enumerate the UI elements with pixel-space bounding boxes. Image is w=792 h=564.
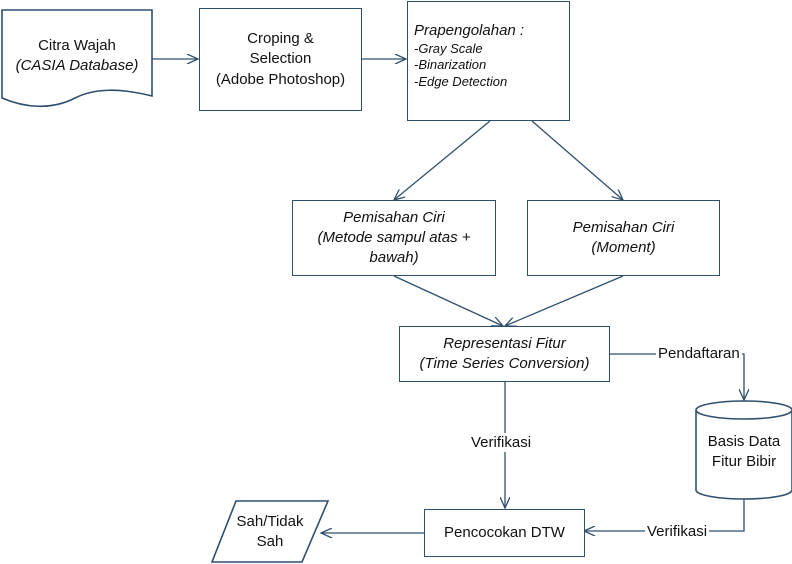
edge-label-pendaftaran: Pendaftaran: [656, 345, 742, 362]
pemisahan-ciri-moment-node: Pemisahan Ciri (Moment): [527, 200, 720, 276]
edge-prapengolahan-to-pemisahan2: [531, 120, 623, 200]
edge-pemisahan2-to-representasi: [505, 275, 624, 326]
citra-wajah-title: Citra Wajah: [38, 36, 116, 54]
edge-representasi-to-basis: [610, 353, 744, 400]
prapengolahan-title: Prapengolahan :: [414, 22, 525, 39]
pemisahan-ciri-sampul-node: Pemisahan Ciri (Metode sampul atas + baw…: [292, 200, 496, 276]
hasil-line1: Sah/Tidak: [236, 512, 304, 530]
pemisahan1-line1: Pemisahan Ciri: [343, 208, 445, 226]
representasi-fitur-node: Representasi Fitur (Time Series Conversi…: [399, 326, 610, 382]
representasi-line1: Representasi Fitur: [443, 334, 566, 352]
edge-basis-to-pencocokan: [584, 499, 745, 531]
edge-prapengolahan-to-pemisahan1: [394, 120, 491, 200]
croping-line1: Croping &: [247, 30, 314, 48]
pemisahan2-line2: (Moment): [591, 239, 656, 256]
basis-data-cylinder-shape: [695, 400, 792, 500]
hasil-line2: Sah: [256, 533, 284, 550]
pemisahan2-line1: Pemisahan Ciri: [572, 218, 675, 236]
croping-line3: (Adobe Photoshop): [215, 70, 346, 88]
prapengolahan-text: Prapengolahan : -Gray Scale -Binarizatio…: [414, 21, 524, 91]
edge-label-verifikasi-down: Verifikasi: [469, 433, 534, 452]
croping-selection-node: Croping & Selection (Adobe Photoshop): [199, 8, 362, 111]
citra-wajah-document-shape: [1, 9, 153, 108]
pemisahan1-line2: (Metode sampul atas +: [317, 228, 471, 246]
pencocokan-label: Pencocokan DTW: [444, 523, 565, 541]
prapengolahan-step-binarization: -Binarization: [414, 57, 487, 73]
pencocokan-dtw-node: Pencocokan DTW: [424, 509, 585, 557]
pemisahan1-line3: bawah): [369, 249, 419, 267]
prapengolahan-step-edge-detection: -Edge Detection: [414, 74, 508, 90]
prapengolahan-node: [407, 1, 570, 121]
basis-data-line2: Fitur Bibir: [711, 453, 777, 470]
basis-data-line1: Basis Data: [707, 432, 781, 450]
croping-line2: Selection: [249, 50, 312, 68]
citra-wajah-subtitle: (CASIA Database): [15, 57, 139, 74]
edge-label-verifikasi-db: Verifikasi: [645, 523, 710, 540]
prapengolahan-step-gray-scale: -Gray Scale: [414, 40, 483, 56]
edge-pemisahan1-to-representasi: [393, 275, 503, 326]
citra-wajah-node: Citra Wajah (CASIA Database): [2, 26, 152, 86]
hasil-node: Sah/Tidak Sah: [222, 506, 318, 558]
basis-data-node: Basis Data Fitur Bibir: [696, 428, 792, 476]
hasil-parallelogram-shape: [210, 500, 330, 563]
representasi-line2: (Time Series Conversion): [419, 355, 590, 372]
